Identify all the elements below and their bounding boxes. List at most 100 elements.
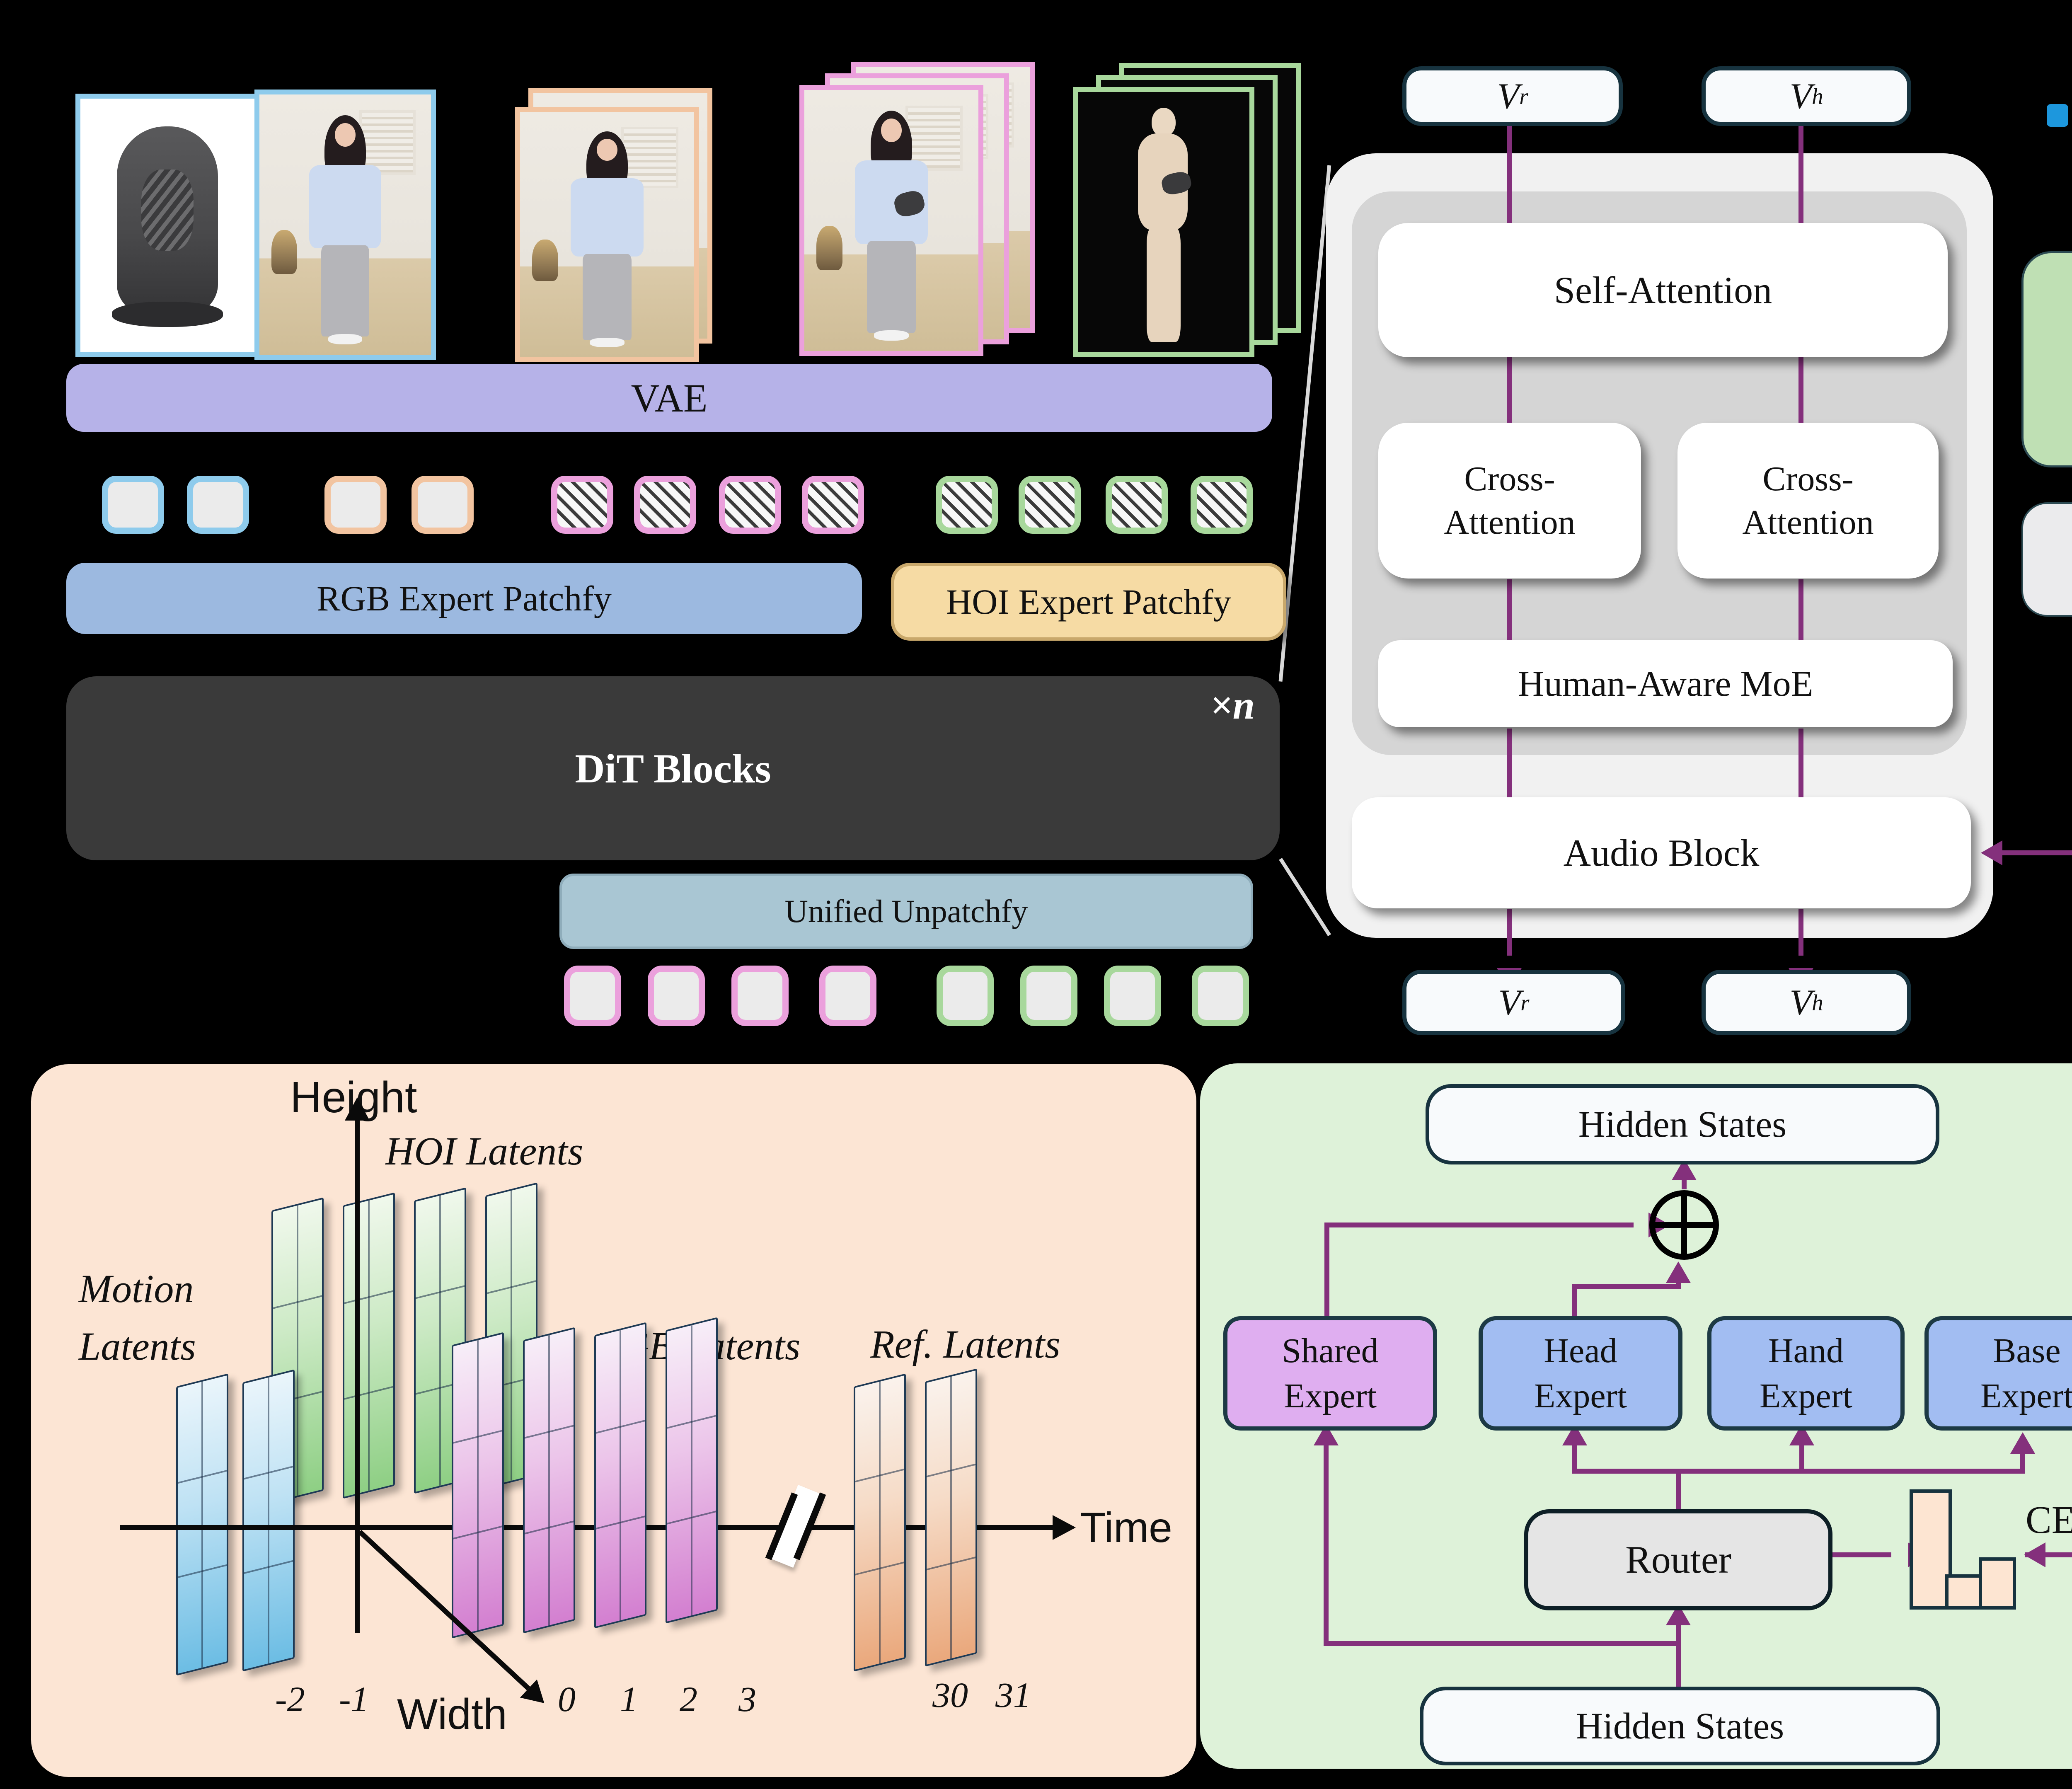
latent-token xyxy=(731,966,789,1026)
wire xyxy=(1798,909,1803,956)
wire xyxy=(1799,1440,1804,1469)
latent-token xyxy=(1020,966,1077,1026)
router-chart-bar xyxy=(1979,1557,2016,1610)
hoi-latents-label: HOI Latents xyxy=(385,1129,583,1173)
latent-token xyxy=(819,966,876,1026)
wire xyxy=(1572,1469,2025,1474)
audio-block: Audio Block xyxy=(1352,797,1971,908)
hoi-frames-frame xyxy=(1073,87,1254,357)
hoi-latents-slab xyxy=(343,1192,395,1499)
dit-blocks-label: DiT Blocks xyxy=(575,745,771,792)
time-axis-arrow xyxy=(1053,1515,1076,1540)
time-axis xyxy=(120,1525,1054,1530)
pants-shape xyxy=(321,245,369,337)
mlp-projector-block: MLPProjector xyxy=(2021,502,2072,617)
time-tick-label: 0 xyxy=(558,1679,576,1719)
wire xyxy=(1798,119,1803,224)
laces-shape xyxy=(141,169,194,251)
wire xyxy=(1507,579,1512,642)
face-shape xyxy=(335,123,356,147)
height-axis-arrow xyxy=(345,1097,370,1121)
wire xyxy=(1507,119,1512,224)
ce-loss-label: CE Loss xyxy=(2026,1498,2072,1542)
router-block: Router xyxy=(1524,1509,1832,1610)
audio-encoder-block: AudioEncoder xyxy=(2021,251,2072,467)
wire xyxy=(1324,1223,1329,1317)
time-tick-label: 3 xyxy=(738,1679,756,1719)
rgb-latents-slab xyxy=(523,1327,575,1634)
motion-latents-slab xyxy=(176,1373,228,1676)
wire xyxy=(1676,1469,1681,1510)
mann-legs-shape xyxy=(1146,227,1181,342)
router-chart-bar xyxy=(1945,1574,1982,1610)
pants-shape xyxy=(867,241,916,333)
plant-shape xyxy=(532,239,559,281)
rgb-latents-slab xyxy=(666,1317,718,1624)
mesh-scene xyxy=(1078,92,1249,352)
wire xyxy=(1507,909,1512,956)
feet-shape xyxy=(328,334,363,344)
plant-shape xyxy=(816,225,843,270)
wire xyxy=(1572,1286,1577,1317)
feet-shape xyxy=(874,330,909,341)
wire xyxy=(1798,357,1803,424)
latent-token xyxy=(564,966,621,1026)
person-shoe-scene xyxy=(804,90,978,351)
ref-latents-label: Ref. Latents xyxy=(870,1322,1060,1366)
rgb-latents-slab xyxy=(594,1322,646,1629)
wire xyxy=(1324,1641,1681,1646)
plant-shape xyxy=(271,230,298,274)
wire xyxy=(1798,729,1803,798)
sum-plus-icon xyxy=(1649,1190,1719,1260)
shoe-scene xyxy=(80,99,254,352)
rgb-latents-slab xyxy=(452,1332,504,1639)
window-shape xyxy=(621,126,679,188)
dit-blocks: DiT Blocks ×n xyxy=(66,676,1280,860)
latent-token xyxy=(634,476,696,534)
latent-token xyxy=(187,476,249,534)
wire xyxy=(1572,1284,1681,1289)
cross-attention-left-block: Cross-Attention xyxy=(1378,423,1641,579)
rgb-expert-patchfy: RGB Expert Patchfy xyxy=(66,563,862,634)
person-scene xyxy=(259,94,431,355)
reference-person-frame xyxy=(254,90,436,360)
wire xyxy=(1507,357,1512,424)
latent-token xyxy=(102,476,164,534)
wire xyxy=(1824,1552,1891,1557)
sole-shape xyxy=(111,301,223,327)
arrowhead-left xyxy=(1981,840,2002,865)
vae-block: VAE xyxy=(66,364,1272,432)
time-tick-label: -1 xyxy=(339,1679,369,1719)
feet-shape xyxy=(590,337,625,348)
time-tick-label: 2 xyxy=(680,1679,697,1719)
wire xyxy=(1324,1439,1329,1644)
mann-head-shape xyxy=(1152,107,1176,136)
height-axis xyxy=(355,1119,360,1633)
latent-token xyxy=(802,476,864,534)
hidden-states-bottom: Hidden States xyxy=(1420,1687,1940,1765)
latent-token xyxy=(324,476,387,534)
latent-token xyxy=(1106,476,1168,534)
time-tick-label: -2 xyxy=(275,1679,305,1719)
latent-token xyxy=(1192,966,1249,1026)
lens-line-bottom xyxy=(1279,858,1331,937)
arrowhead-up xyxy=(1666,1261,1691,1283)
latent-token xyxy=(551,476,613,534)
time-tick-label: 31 xyxy=(995,1675,1031,1715)
latent-token xyxy=(1019,476,1081,534)
ref-latents-slab xyxy=(925,1368,977,1667)
unified-unpatchfy: Unified Unpatchfy xyxy=(559,874,1253,949)
pants-shape xyxy=(583,254,632,340)
wire xyxy=(1572,1440,1577,1469)
latent-token xyxy=(648,966,705,1026)
latent-token xyxy=(411,476,474,534)
wire xyxy=(1507,729,1512,798)
motion-frames-frame xyxy=(515,107,699,362)
reference-product-frame xyxy=(75,94,259,357)
